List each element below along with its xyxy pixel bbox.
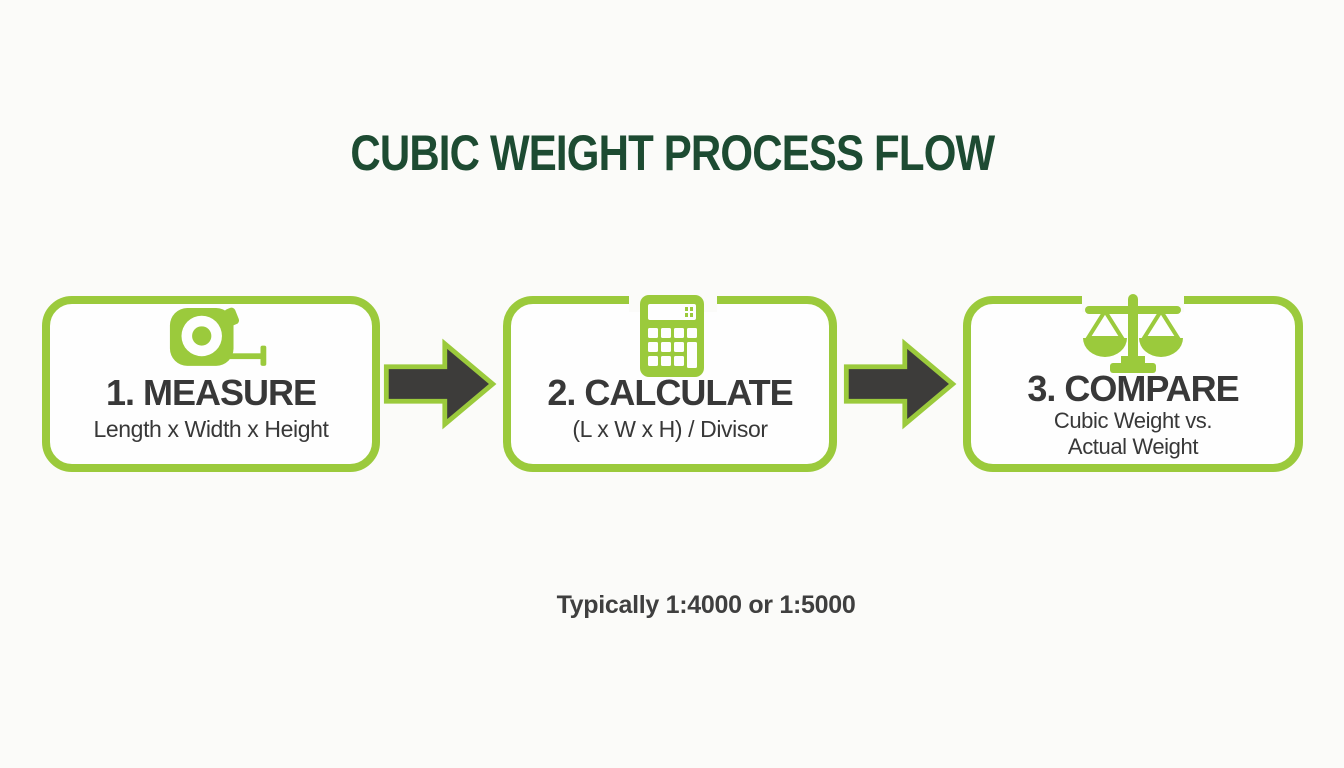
page-title-text: CUBIC WEIGHT PROCESS FLOW (350, 125, 995, 181)
divisor-note: Typically 1:4000 or 1:5000 (556, 591, 856, 619)
flow-arrow-icon (843, 338, 957, 430)
calculator-icon (640, 295, 704, 377)
step-subtitle-line: Cubic Weight vs. (1053, 408, 1213, 433)
step-subtitle-line: Actual Weight (1067, 434, 1199, 459)
step-label: 2. CALCULATE (547, 372, 793, 413)
flow-arrow-icon (383, 338, 497, 430)
page-title: CUBIC WEIGHT PROCESS FLOW (0, 124, 1344, 182)
step-label: 1. MEASURE (105, 372, 317, 413)
tape-measure-icon (169, 307, 267, 366)
step-subtitle: (L x W x H) / Divisor (572, 416, 768, 442)
step-subtitle: Length x Width x Height (93, 416, 329, 442)
step-label: 3. COMPARE (1027, 368, 1239, 409)
balance-scale-icon (1083, 294, 1183, 373)
step-subtitle: Cubic Weight vs. Actual Weight (971, 408, 1295, 460)
